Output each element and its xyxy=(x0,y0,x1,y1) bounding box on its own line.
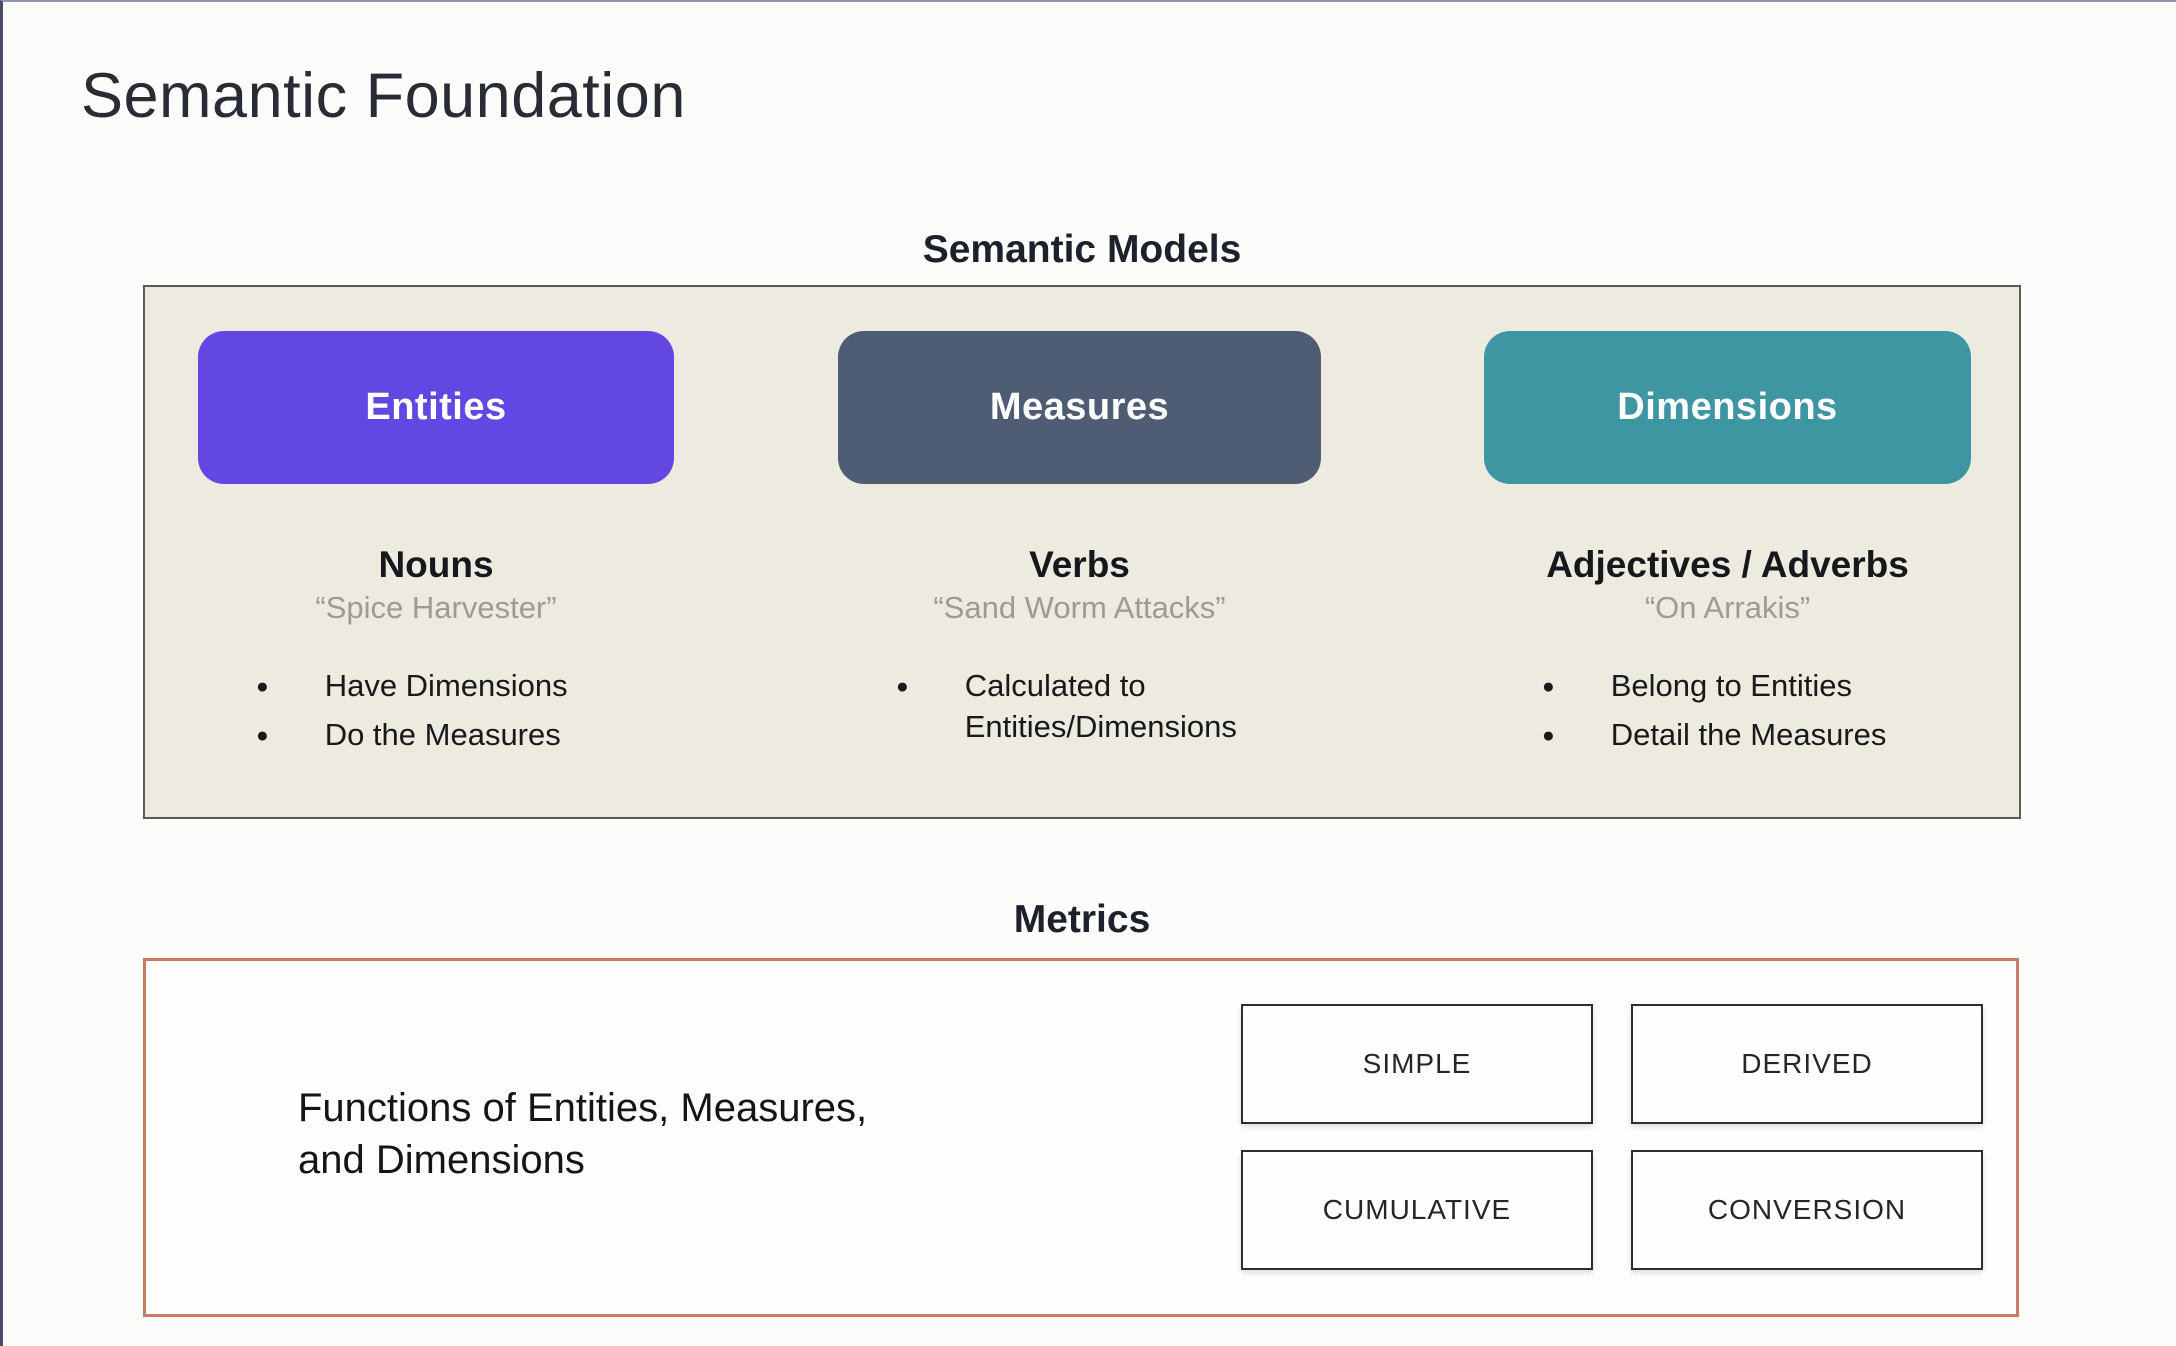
measures-example-quote: “Sand Worm Attacks” xyxy=(933,590,1226,625)
entities-example-quote: “Spice Harvester” xyxy=(315,590,557,625)
metric-types-grid: SIMPLE DERIVED CUMULATIVE CONVERSION xyxy=(1241,1004,1983,1270)
semantic-models-heading: Semantic Models xyxy=(922,228,1242,271)
dimensions-part-of-speech: Adjectives / Adverbs xyxy=(1546,544,1909,585)
measures-column: Measures Verbs “Sand Worm Attacks” ● Cal… xyxy=(838,331,1321,748)
bullet-icon: ● xyxy=(256,723,269,747)
list-item: ● Do the Measures xyxy=(256,716,561,752)
list-item: ● Detail the Measures xyxy=(1542,716,1887,752)
list-item: ● Have Dimensions xyxy=(256,668,568,703)
bullet-icon: ● xyxy=(896,675,909,698)
metric-box-cumulative: CUMULATIVE xyxy=(1241,1150,1593,1270)
entities-column: Entities Nouns “Spice Harvester” ● Have … xyxy=(198,331,674,756)
entities-pill: Entities xyxy=(198,331,674,484)
metric-box-conversion: CONVERSION xyxy=(1631,1150,1983,1270)
metric-box-simple: SIMPLE xyxy=(1241,1004,1593,1124)
entities-bullet-list: ● Have Dimensions ● Do the Measures xyxy=(198,666,674,756)
entities-part-of-speech: Nouns xyxy=(378,544,494,585)
metrics-description: Functions of Entities, Measures, and Dim… xyxy=(298,1086,868,1182)
page-title: Semantic Foundation xyxy=(81,61,686,131)
bullet-icon: ● xyxy=(1542,675,1555,698)
metrics-heading: Metrics xyxy=(1013,898,1151,941)
dimensions-pill: Dimensions xyxy=(1484,331,1971,484)
list-item: ● Calculated to Entities/Dimensions xyxy=(896,668,1237,744)
metric-box-derived: DERIVED xyxy=(1631,1004,1983,1124)
dimensions-bullet-list: ● Belong to Entities ● Detail the Measur… xyxy=(1484,666,1971,756)
dimensions-column: Dimensions Adjectives / Adverbs “On Arra… xyxy=(1484,331,1971,756)
dimensions-example-quote: “On Arrakis” xyxy=(1644,590,1811,625)
measures-pill: Measures xyxy=(838,331,1321,484)
measures-bullet-list: ● Calculated to Entities/Dimensions xyxy=(838,666,1321,748)
measures-part-of-speech: Verbs xyxy=(1029,544,1130,585)
bullet-icon: ● xyxy=(1542,723,1555,747)
bullet-icon: ● xyxy=(256,675,269,698)
list-item: ● Belong to Entities xyxy=(1542,668,1852,703)
